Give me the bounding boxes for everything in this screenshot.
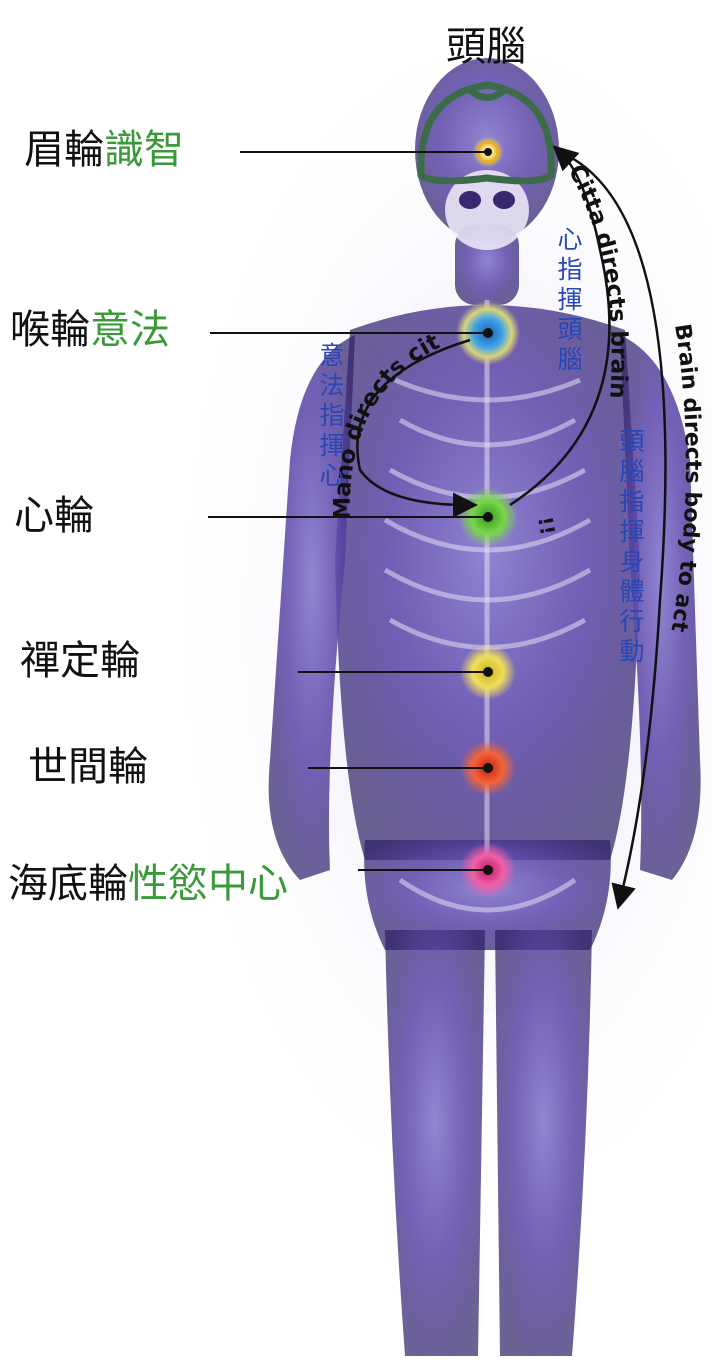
label-heart-main: 心輪 xyxy=(14,493,94,539)
label-meditation-main: 禪定輪 xyxy=(20,638,140,684)
label-throat-accent: 意法 xyxy=(90,307,170,353)
label-throat: 喉輪意法 xyxy=(10,306,170,354)
page-title: 頭腦 xyxy=(446,14,526,72)
annotation-brain-cn: 頭腦指揮身體行動 xyxy=(616,428,644,668)
label-root-accent: 性慾中心 xyxy=(128,861,288,907)
label-root: 海底輪性慾中心 xyxy=(8,860,288,908)
label-brow-main: 眉輪 xyxy=(24,127,104,173)
label-brow-accent: 識智 xyxy=(104,127,184,173)
label-throat-main: 喉輪 xyxy=(10,307,90,353)
label-heart: 心輪 xyxy=(14,492,94,540)
annotation-citta-cn: 心指揮頭腦 xyxy=(554,226,582,376)
annotation-mano-cn: 意法指揮心 xyxy=(316,342,344,492)
label-meditation: 禪定輪 xyxy=(20,637,140,685)
label-brow: 眉輪識智 xyxy=(24,126,184,174)
label-worldly-main: 世間輪 xyxy=(28,744,148,790)
label-worldly: 世間輪 xyxy=(28,743,148,791)
label-root-main: 海底輪 xyxy=(8,861,128,907)
